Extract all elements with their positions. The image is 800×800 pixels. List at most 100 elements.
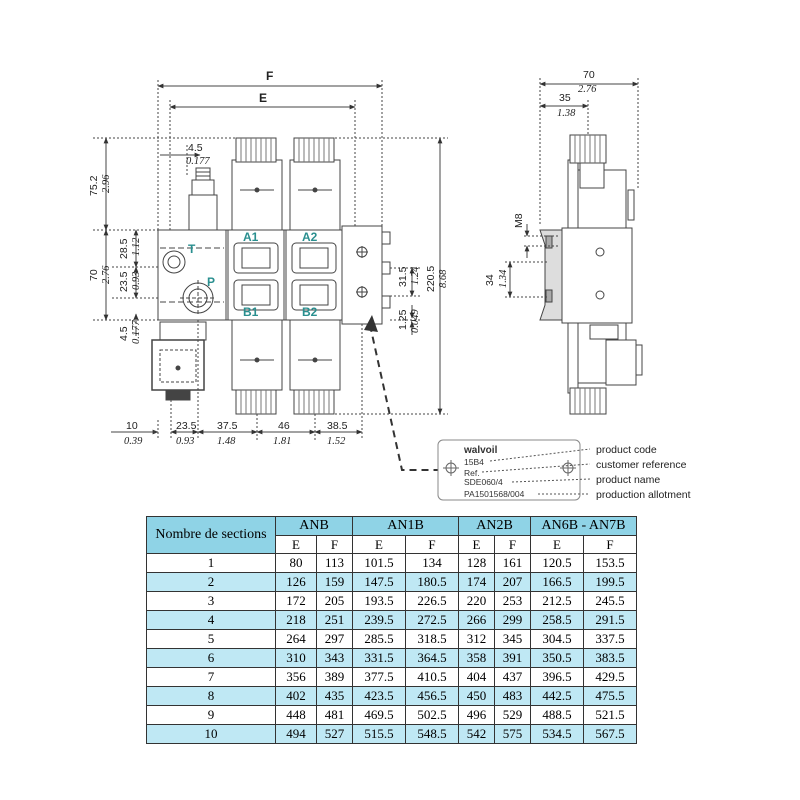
subheader-e: E	[458, 535, 495, 554]
dimension-cell: 521.5	[583, 705, 637, 725]
subheader-e: E	[352, 535, 406, 554]
dim-220-5-label: 220.5	[425, 266, 437, 292]
dimension-cell: 527	[316, 724, 353, 744]
dimension-cell: 272.5	[405, 610, 459, 630]
dimension-cell: 174	[458, 572, 495, 592]
dim-F-label: F	[266, 69, 273, 83]
port-b1-label: B1	[243, 305, 259, 319]
dim-37-5-label: 37.5	[217, 420, 238, 432]
product-label-plate	[437, 439, 581, 501]
dim-38-5-inch: 1.52	[327, 436, 346, 447]
dimension-cell: 396.5	[530, 667, 584, 687]
dimension-cell: 266	[458, 610, 495, 630]
label-line-4: PA1501568/004	[464, 489, 525, 499]
dimension-cell: 291.5	[583, 610, 637, 630]
dim-70-label: 70	[88, 269, 100, 281]
section-count-cell: 2	[146, 572, 276, 592]
dim-37-5-inch: 1.48	[217, 436, 236, 447]
dimension-cell: 410.5	[405, 667, 459, 687]
dimension-cell: 534.5	[530, 724, 584, 744]
dimension-cell: 166.5	[530, 572, 584, 592]
dimension-cell: 80	[275, 553, 317, 573]
label-callout: walvoil 15B4 Ref. SDE060/4 PA1501568/004…	[364, 315, 691, 501]
side-dim-70-label: 70	[583, 69, 595, 81]
dim-10-inch: 0.39	[124, 436, 143, 447]
group-header-an1b: AN1B	[352, 516, 459, 536]
side-dim-34-inch: 1.34	[498, 269, 509, 288]
dimension-cell: 239.5	[352, 610, 406, 630]
port-a2-label: A2	[302, 230, 318, 244]
dim-4-5-label: 4.5	[188, 142, 203, 154]
section-count-cell: 3	[146, 591, 276, 611]
dim-1-25-inch: 0.049	[410, 309, 421, 333]
dimension-cell: 350.5	[530, 648, 584, 668]
dim-31-5-label: 31.5	[397, 266, 409, 287]
dimension-cell: 423.5	[352, 686, 406, 706]
dimension-cell: 496	[458, 705, 495, 725]
dimension-cell: 212.5	[530, 591, 584, 611]
dim-28-5-label: 28.5	[118, 238, 130, 259]
dimension-cell: 299	[494, 610, 531, 630]
dimension-cell: 193.5	[352, 591, 406, 611]
dimension-cell: 575	[494, 724, 531, 744]
side-dim-35-inch: 1.38	[557, 108, 576, 119]
section-count-cell: 4	[146, 610, 276, 630]
dimension-cell: 245.5	[583, 591, 637, 611]
dim-23-5-label: 23.5	[176, 420, 197, 432]
dimension-cell: 567.5	[583, 724, 637, 744]
dim-10-label: 10	[126, 420, 138, 432]
dimension-cell: 475.5	[583, 686, 637, 706]
dim-23-5-v-inch: 0.93	[131, 272, 142, 290]
dimension-cell: 404	[458, 667, 495, 687]
dimension-cell: 126	[275, 572, 317, 592]
dimension-cell: 312	[458, 629, 495, 649]
subheader-f: F	[583, 535, 637, 554]
dimension-cell: 180.5	[405, 572, 459, 592]
label-line-2: Ref.	[464, 468, 480, 478]
dim-31-5-inch: 1.24	[410, 266, 421, 285]
section-count-cell: 10	[146, 724, 276, 744]
dimension-cell: 364.5	[405, 648, 459, 668]
side-dim-35-label: 35	[559, 92, 571, 104]
dimension-cell: 318.5	[405, 629, 459, 649]
side-dim-34-label: 34	[484, 274, 496, 286]
dim-23-5-inch: 0.93	[176, 436, 194, 447]
dim-1-25-label: 1.25	[397, 309, 409, 330]
group-header-an6b-an7b: AN6B - AN7B	[530, 516, 637, 536]
dimension-cell: 391	[494, 648, 531, 668]
subheader-e: E	[530, 535, 584, 554]
group-header-anb: ANB	[275, 516, 353, 536]
dimension-cell: 134	[405, 553, 459, 573]
dimension-cell: 172	[275, 591, 317, 611]
dimension-cell: 469.5	[352, 705, 406, 725]
dimension-cell: 442.5	[530, 686, 584, 706]
dimension-cell: 285.5	[352, 629, 406, 649]
dim-38-5-label: 38.5	[327, 420, 348, 432]
dimension-cell: 218	[275, 610, 317, 630]
dimensions-table: Nombre de sections ANB AN1B AN2B AN6B - …	[146, 516, 637, 744]
section-count-cell: 9	[146, 705, 276, 725]
dimension-cell: 159	[316, 572, 353, 592]
dim-46-inch: 1.81	[273, 436, 291, 447]
dim-4-5-lower-inch: 0.177	[131, 320, 142, 344]
port-t-label: T	[188, 242, 196, 256]
dimension-cell: 481	[316, 705, 353, 725]
dimension-cell: 101.5	[352, 553, 406, 573]
dimension-cell: 383.5	[583, 648, 637, 668]
dimension-cell: 161	[494, 553, 531, 573]
dimension-cell: 331.5	[352, 648, 406, 668]
side-body	[561, 227, 633, 324]
dimension-cell: 529	[494, 705, 531, 725]
dimension-cell: 226.5	[405, 591, 459, 611]
subheader-f: F	[316, 535, 353, 554]
dim-46-label: 46	[278, 420, 290, 432]
port-t-symbol	[162, 250, 186, 274]
section-count-cell: 6	[146, 648, 276, 668]
